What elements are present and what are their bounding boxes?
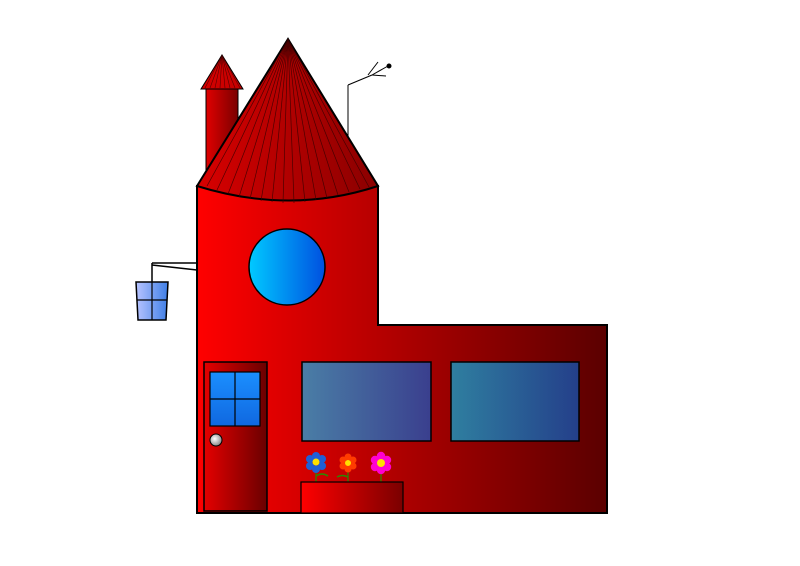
flowers bbox=[306, 451, 392, 482]
flower-orange bbox=[336, 453, 357, 482]
tower-roof bbox=[195, 37, 380, 204]
front-door bbox=[203, 361, 268, 512]
planter-box bbox=[300, 481, 404, 514]
left-window bbox=[301, 361, 432, 442]
round-window bbox=[248, 228, 326, 306]
chimney-cap bbox=[200, 54, 244, 90]
flower-blue bbox=[306, 452, 329, 482]
flower-magenta bbox=[370, 451, 392, 482]
right-window bbox=[450, 361, 580, 442]
door-knob-icon bbox=[209, 433, 223, 447]
antenna-icon bbox=[347, 61, 392, 150]
lantern-icon bbox=[135, 262, 198, 321]
